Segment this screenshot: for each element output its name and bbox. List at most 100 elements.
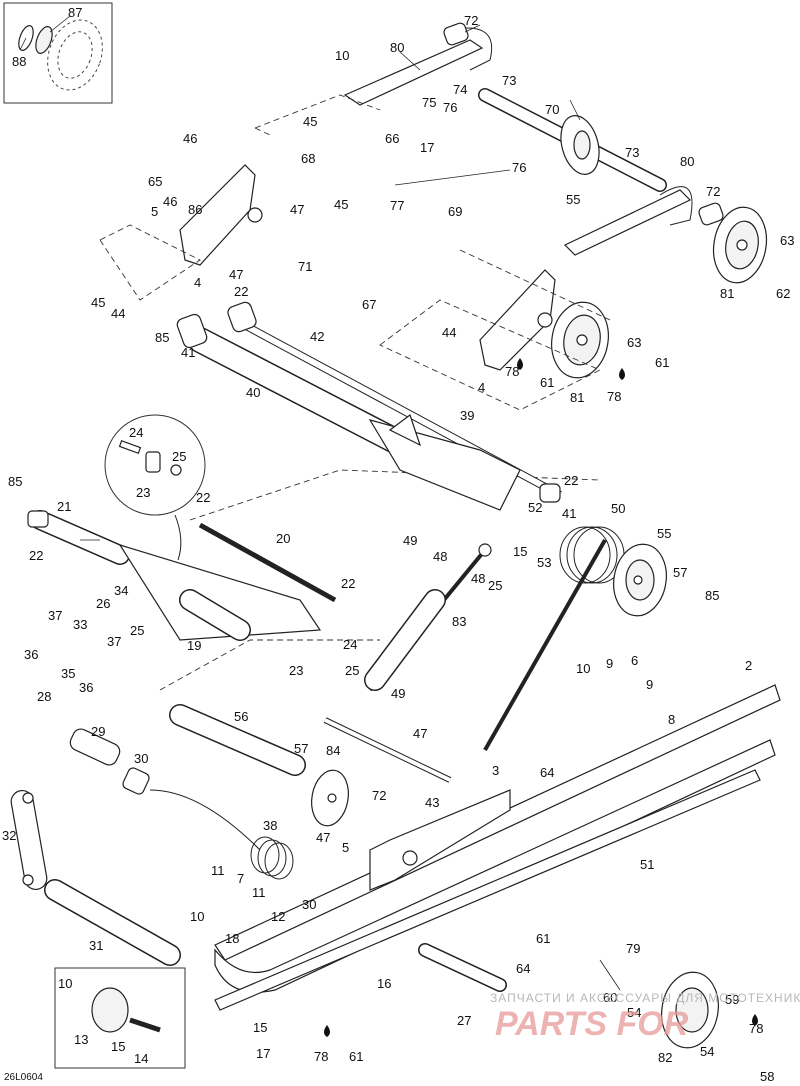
label-37-b: 37 [107, 634, 121, 649]
label-36-b: 36 [79, 680, 93, 695]
label-47-c: 47 [413, 726, 427, 741]
label-11: 11 [211, 863, 225, 878]
label-29: 29 [91, 724, 105, 739]
label-20: 20 [276, 531, 290, 546]
axle-70-with-wheel-55 [478, 88, 667, 192]
label-76: 76 [443, 100, 457, 115]
label-63: 63 [780, 233, 794, 248]
label-70: 70 [545, 102, 559, 117]
label-5: 5 [151, 204, 158, 219]
label-81: 81 [720, 286, 734, 301]
label-21: 21 [57, 499, 71, 514]
label-16: 16 [377, 976, 391, 991]
label-83: 83 [452, 614, 466, 629]
label-22-d: 22 [196, 490, 210, 505]
label-25: 25 [172, 449, 186, 464]
label-4: 4 [194, 275, 201, 290]
torsion-spring-38 [149, 789, 294, 880]
label-22-e: 22 [341, 576, 355, 591]
shaft-43 [323, 717, 452, 783]
label-49-b: 49 [391, 686, 405, 701]
label-63-b: 63 [627, 335, 641, 350]
label-46: 46 [183, 131, 197, 146]
label-30: 30 [134, 751, 148, 766]
label-72-b: 72 [706, 184, 720, 199]
part-number-labels: 87 88 72 10 80 74 75 76 73 70 45 66 17 4… [2, 5, 794, 1084]
oil-drop-icon [752, 1014, 758, 1026]
idler-wheel-81-upper [712, 206, 768, 284]
label-58: 58 [760, 1069, 774, 1084]
label-23: 23 [136, 485, 150, 500]
label-61-c: 61 [536, 931, 550, 946]
label-15: 15 [513, 544, 527, 559]
label-55: 55 [566, 192, 580, 207]
bracket-4-lower [479, 269, 556, 371]
spring-50 [483, 526, 625, 751]
label-85-c: 85 [705, 588, 719, 603]
label-25-c: 25 [130, 623, 144, 638]
shaft-27 [418, 943, 507, 992]
tube-56 [169, 704, 306, 776]
label-47-d: 47 [316, 830, 330, 845]
label-57: 57 [673, 565, 687, 580]
rail-bracket-3 [369, 789, 511, 891]
label-48-b: 48 [471, 571, 485, 586]
inset-rail-stopper-detail [54, 967, 186, 1069]
label-56: 56 [234, 709, 248, 724]
diagram-code: 26L0604 [4, 1072, 43, 1083]
label-60: 60 [603, 990, 617, 1005]
label-82: 82 [658, 1050, 672, 1065]
label-8: 8 [668, 712, 675, 727]
label-12: 12 [271, 909, 285, 924]
wheel-55-lower [613, 543, 667, 617]
label-57-b: 57 [294, 741, 308, 756]
label-4-b: 4 [478, 380, 485, 395]
watermark-tagline: ЗАПЧАСТИ И АКСЕССУАРЫ ДЛЯ МОТОТЕХНИКИ [490, 991, 800, 1005]
label-17-b: 17 [256, 1046, 270, 1061]
label-52: 52 [528, 500, 542, 515]
slide-rail-2-16 [214, 684, 781, 1011]
label-34: 34 [114, 583, 128, 598]
label-37: 37 [48, 608, 62, 623]
idler-wheel-81-lower [551, 301, 609, 379]
label-84: 84 [326, 743, 340, 758]
link-32 [10, 789, 48, 891]
label-46-b: 46 [163, 194, 177, 209]
label-67: 67 [362, 297, 376, 312]
label-6: 6 [631, 653, 638, 668]
label-24: 24 [129, 425, 143, 440]
label-49: 49 [403, 533, 417, 548]
label-18: 18 [225, 931, 239, 946]
label-40: 40 [246, 385, 260, 400]
label-59: 59 [725, 992, 739, 1007]
oil-drop-icon [324, 1025, 330, 1037]
label-78-b: 78 [607, 389, 621, 404]
label-23-b: 23 [289, 663, 303, 678]
label-47-b: 47 [229, 267, 243, 282]
label-10-d: 10 [58, 976, 72, 991]
label-86: 86 [188, 202, 202, 217]
label-10: 10 [335, 48, 349, 63]
label-85-b: 85 [8, 474, 22, 489]
label-15-b: 15 [111, 1039, 125, 1054]
label-14: 14 [134, 1051, 148, 1066]
oil-drop-icon [619, 368, 625, 380]
label-35: 35 [61, 666, 75, 681]
label-73: 73 [502, 73, 516, 88]
label-33: 33 [73, 617, 87, 632]
label-26: 26 [96, 596, 110, 611]
label-25-b: 25 [488, 578, 502, 593]
label-61-d: 61 [349, 1049, 363, 1064]
label-44: 44 [111, 306, 125, 321]
label-39: 39 [460, 408, 474, 423]
label-43: 43 [425, 795, 439, 810]
label-53: 53 [537, 555, 551, 570]
label-54-b: 54 [700, 1044, 714, 1059]
label-75: 75 [422, 95, 436, 110]
label-71: 71 [298, 259, 312, 274]
label-81-b: 81 [570, 390, 584, 405]
label-61: 61 [655, 355, 669, 370]
label-55-b: 55 [657, 526, 671, 541]
label-44-b: 44 [442, 325, 456, 340]
